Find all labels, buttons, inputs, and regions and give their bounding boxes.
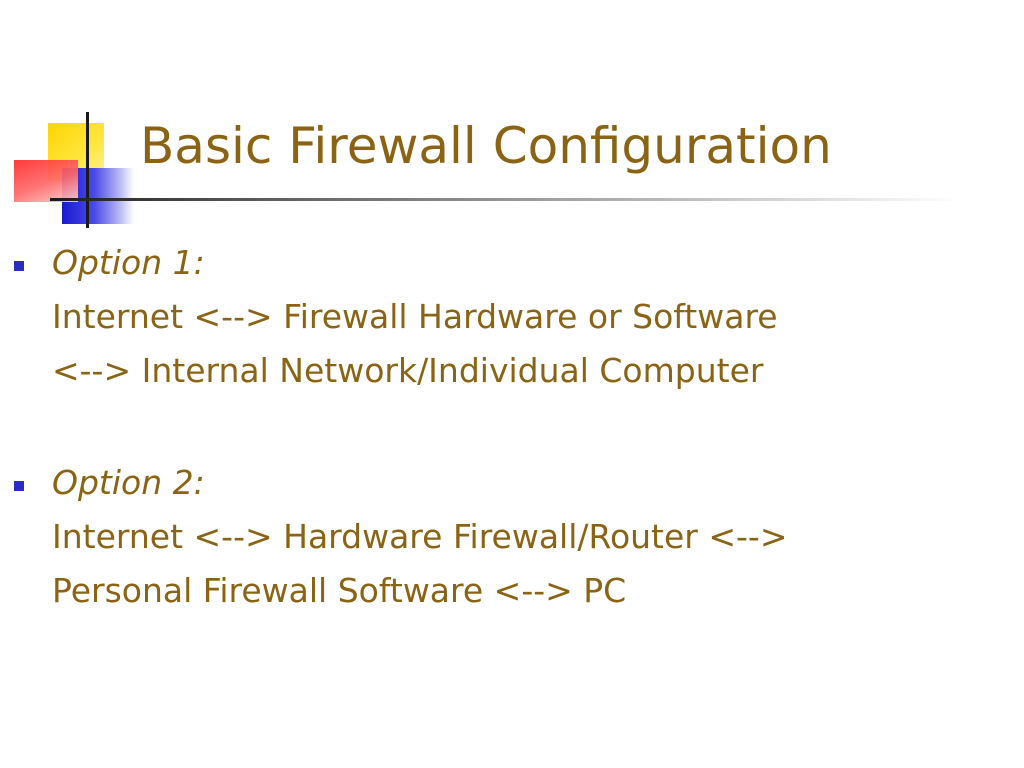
slide-title: Basic Firewall Configuration <box>140 117 832 175</box>
bullet-list: Option 1: Internet <--> Firewall Hardwar… <box>0 236 1000 618</box>
option-label: Option 2: <box>52 463 205 502</box>
square-bullet-icon <box>14 481 24 491</box>
option-line: Internet <--> Hardware Firewall/Router <… <box>52 517 788 556</box>
bullet-option-1: Option 1: Internet <--> Firewall Hardwar… <box>0 236 1000 398</box>
corner-squares-logo-icon <box>0 0 150 240</box>
vertical-divider-line <box>86 112 89 228</box>
title-underline <box>50 198 960 201</box>
option-line: Personal Firewall Software <--> PC <box>52 571 627 610</box>
option-label: Option 1: <box>52 243 205 282</box>
red-square-shape <box>14 160 78 202</box>
option-line: Internet <--> Firewall Hardware or Softw… <box>52 297 778 336</box>
option-line: <--> Internal Network/Individual Compute… <box>52 351 764 390</box>
bullet-option-2: Option 2: Internet <--> Hardware Firewal… <box>0 456 1000 618</box>
square-bullet-icon <box>14 261 24 271</box>
